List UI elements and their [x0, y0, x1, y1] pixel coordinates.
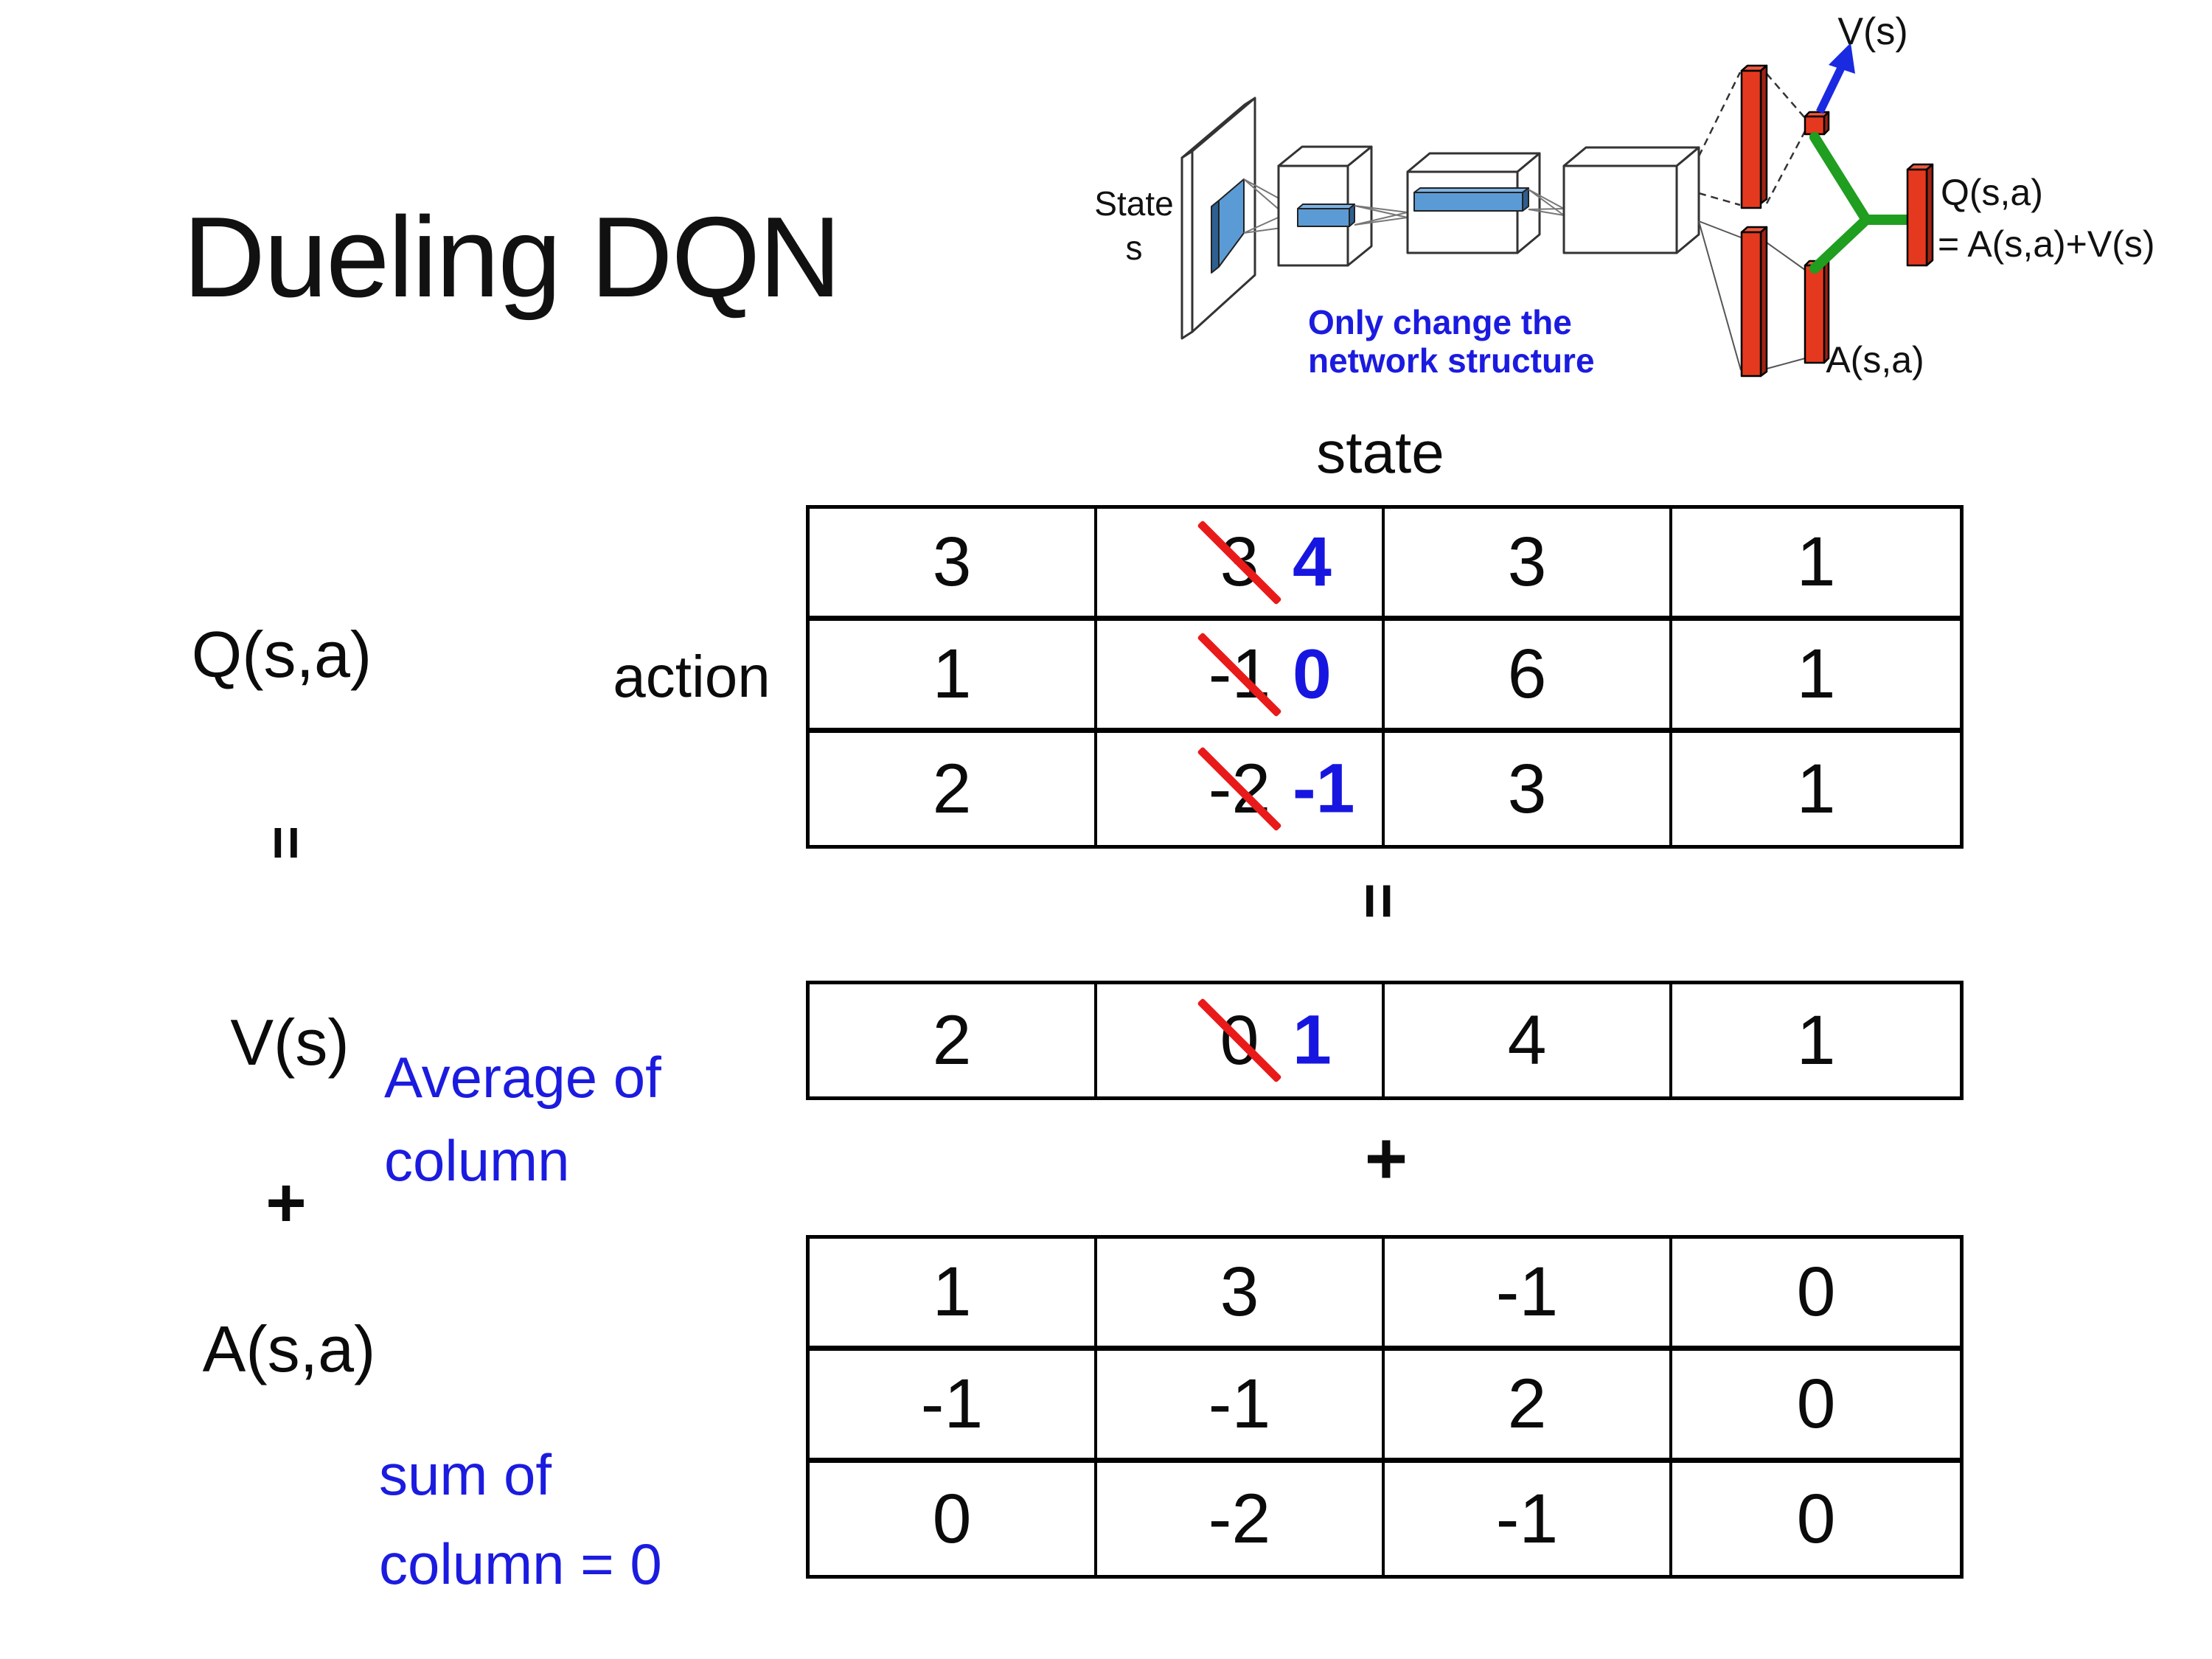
feature-box-3 — [1562, 146, 1700, 254]
projection-lines-3 — [1528, 189, 1565, 216]
table-cell: 2 — [810, 984, 1097, 1096]
table-cell: 0 — [1672, 1351, 1960, 1463]
equals-mid: = — [1343, 883, 1413, 919]
network-diagram: State s — [1094, 10, 2155, 380]
v-table: 2 0 1 4 1 — [806, 981, 1964, 1100]
projection-lines-2 — [1354, 205, 1408, 226]
table-cell-corrected: -2 -1 — [1097, 733, 1385, 845]
table-cell-corrected: -1 0 — [1097, 621, 1385, 733]
average-note: Average of column — [384, 1045, 661, 1194]
combine-connector — [1809, 132, 1913, 274]
table-cell: 6 — [1385, 621, 1672, 733]
v-scalar-node — [1804, 111, 1830, 136]
a-table: 1 3 -1 0 -1 -1 2 0 0 -2 -1 0 — [806, 1235, 1964, 1579]
v-stream-layer-bar — [1740, 64, 1768, 209]
svg-text:State: State — [1094, 184, 1173, 223]
table-cell: 2 — [810, 733, 1097, 845]
table-cell: 1 — [1796, 1001, 1836, 1079]
table-cell: 2 — [1385, 1351, 1672, 1463]
dashed-links-v-stream — [1697, 72, 1806, 206]
table-cell: 1 — [1796, 749, 1836, 828]
q-output-node — [1906, 163, 1934, 267]
page-title: Dueling DQN — [183, 193, 841, 321]
diagram-a-output-label: A(s,a) — [1826, 339, 1924, 380]
table-cell: 3 — [1385, 509, 1672, 621]
table-cell-corrected: 3 4 — [1097, 509, 1385, 621]
feature-bar-1 — [1297, 204, 1355, 227]
sum-note: sum of column = 0 — [379, 1442, 662, 1596]
equals-left: = — [254, 825, 319, 860]
diagram-q-output-label: Q(s,a) = A(s,a)+V(s) — [1938, 172, 2155, 265]
svg-text:network structure: network structure — [1308, 341, 1595, 380]
table-cell: -1 — [1385, 1463, 1672, 1575]
plus-mid: + — [1364, 1117, 1408, 1200]
svg-text:Q(s,a): Q(s,a) — [1941, 172, 2043, 213]
table-cell: 4 — [1385, 984, 1672, 1096]
table-cell: 3 — [810, 509, 1097, 621]
action-header: action — [613, 644, 771, 709]
svg-text:Only change the: Only change the — [1308, 303, 1572, 341]
table-cell: -1 — [810, 1351, 1097, 1463]
state-header: state — [1316, 420, 1444, 485]
table-cell: 1 — [1672, 621, 1960, 733]
table-cell: -1 — [1385, 1239, 1672, 1351]
a-vector-node — [1804, 260, 1830, 364]
table-cell: 0 — [1672, 1239, 1960, 1351]
q-table: 3 3 4 3 1 1 -1 0 6 1 2 -2 -1 3 1 — [806, 505, 1964, 849]
table-cell-corrected: 0 1 — [1097, 984, 1385, 1096]
svg-text:s: s — [1126, 229, 1143, 267]
svg-text:= A(s,a)+V(s): = A(s,a)+V(s) — [1938, 223, 2155, 265]
table-cell: 1 — [810, 621, 1097, 733]
table-cell: -2 — [1097, 1463, 1385, 1575]
table-cell: 3 — [1097, 1239, 1385, 1351]
feature-box-2 — [1406, 152, 1541, 254]
table-cell: 0 — [810, 1463, 1097, 1575]
a-stream-layer-bar — [1740, 226, 1768, 378]
a-label: A(s,a) — [202, 1312, 376, 1385]
diagram-v-output-label: V(s) — [1837, 10, 1907, 53]
q-label: Q(s,a) — [191, 618, 372, 691]
table-cell: 1 — [1672, 509, 1960, 621]
plus-left: + — [265, 1164, 307, 1242]
table-cell: 1 — [810, 1239, 1097, 1351]
v-label: V(s) — [230, 1006, 349, 1079]
links-a-stream — [1698, 220, 1806, 371]
v-output-arrow — [1816, 43, 1855, 114]
table-cell: 0 — [1796, 1479, 1836, 1558]
feature-bar-2 — [1413, 187, 1529, 212]
table-cell: -1 — [1097, 1351, 1385, 1463]
diagram-note: Only change the network structure — [1308, 303, 1595, 380]
table-cell: 3 — [1385, 733, 1672, 845]
diagram-state-label: State s — [1094, 184, 1173, 267]
